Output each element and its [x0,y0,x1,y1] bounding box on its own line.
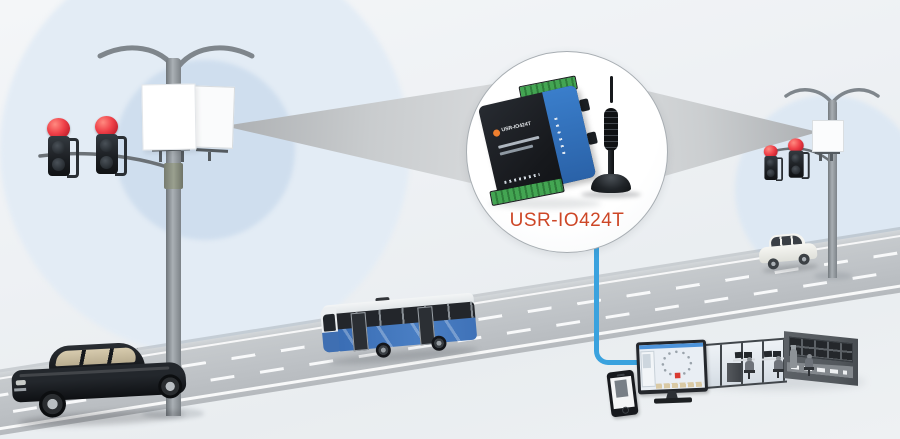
desk-monitor [734,351,744,359]
operator-person [747,357,752,362]
standing-person [790,349,797,368]
phone-app-content [614,379,629,398]
device-shadow [489,198,601,209]
black-sedan [10,333,193,434]
app-button-row [655,381,704,389]
desk-monitor [744,352,752,358]
desk-monitor [763,350,773,358]
office-chair [773,369,784,372]
panel-bracket-stub [830,153,833,161]
office-chair-post [777,372,779,378]
video-wall-screens [789,336,853,363]
red-light [47,118,70,139]
monitoring-pc [635,339,711,407]
monitor-stand-neck [666,391,678,399]
traffic-light-icon [762,144,783,182]
white-hatchback [756,229,821,276]
desk-monitor [773,351,781,357]
io-status-ring [661,350,693,379]
operator-person [776,356,781,361]
brand-dot [492,128,501,138]
phone-home-button [621,406,630,415]
signal-lens [766,169,775,177]
bus-windshield [322,313,336,332]
traffic-light-icon [786,137,810,181]
signal-housing [764,156,778,180]
app-sidebar [640,350,656,388]
office-chair-post [808,370,810,376]
antenna-coil [604,108,618,151]
operator-person [805,358,813,368]
sedan-headlight [15,379,26,386]
network-cable [594,245,661,365]
server-cabinet [727,363,741,382]
operator-person [774,360,783,370]
left-panel-front [141,83,197,151]
panel-bracket-stub [208,152,211,161]
right-panel [812,120,844,152]
panel-bracket-stub [181,151,184,162]
sedan-grille [14,387,27,392]
control-room [695,330,870,398]
signal-lens [766,159,775,167]
office-chair [804,367,814,370]
panel-bracket-stub [159,150,162,162]
signal-lens [52,158,65,171]
monitor-frame [635,339,709,395]
signal-lens [791,154,801,163]
antenna-base [591,174,631,193]
traffic-light-icon [92,114,127,178]
monitor-screen [639,342,705,391]
alert-square [674,372,681,379]
phone-speaker [616,373,625,377]
antenna-base-shadow [581,191,641,198]
smartphone [606,369,639,418]
operator-person [807,354,812,359]
device-face-label: USR-IO424T [500,120,532,134]
signal-lens [791,165,801,175]
panel-bracket-stub [819,153,822,161]
phone-screen [610,375,635,410]
signal-lens [52,141,65,154]
signal-lens [100,139,113,152]
device-callout-circle: USR-IO424T USR-IO424T [466,51,668,253]
right-signal-pole [828,100,837,278]
antenna-icon [610,76,613,103]
traffic-light-icon [44,116,79,180]
office-chair-post [748,373,750,379]
sedan-wheel [157,373,183,399]
operator-person [745,361,754,371]
signal-housing [788,150,804,178]
left-pole-collar [164,163,183,189]
monitor-stand-base [653,397,693,404]
office-chair [744,370,755,373]
bus-door [350,312,369,352]
standing-person [791,345,796,350]
signal-housing [48,136,70,176]
antenna-rod [608,150,614,178]
signal-housing [96,134,118,174]
device-label: USR-IO424T [509,210,625,231]
city-bus [319,286,482,370]
red-light [95,116,118,137]
signal-lens [100,156,113,169]
